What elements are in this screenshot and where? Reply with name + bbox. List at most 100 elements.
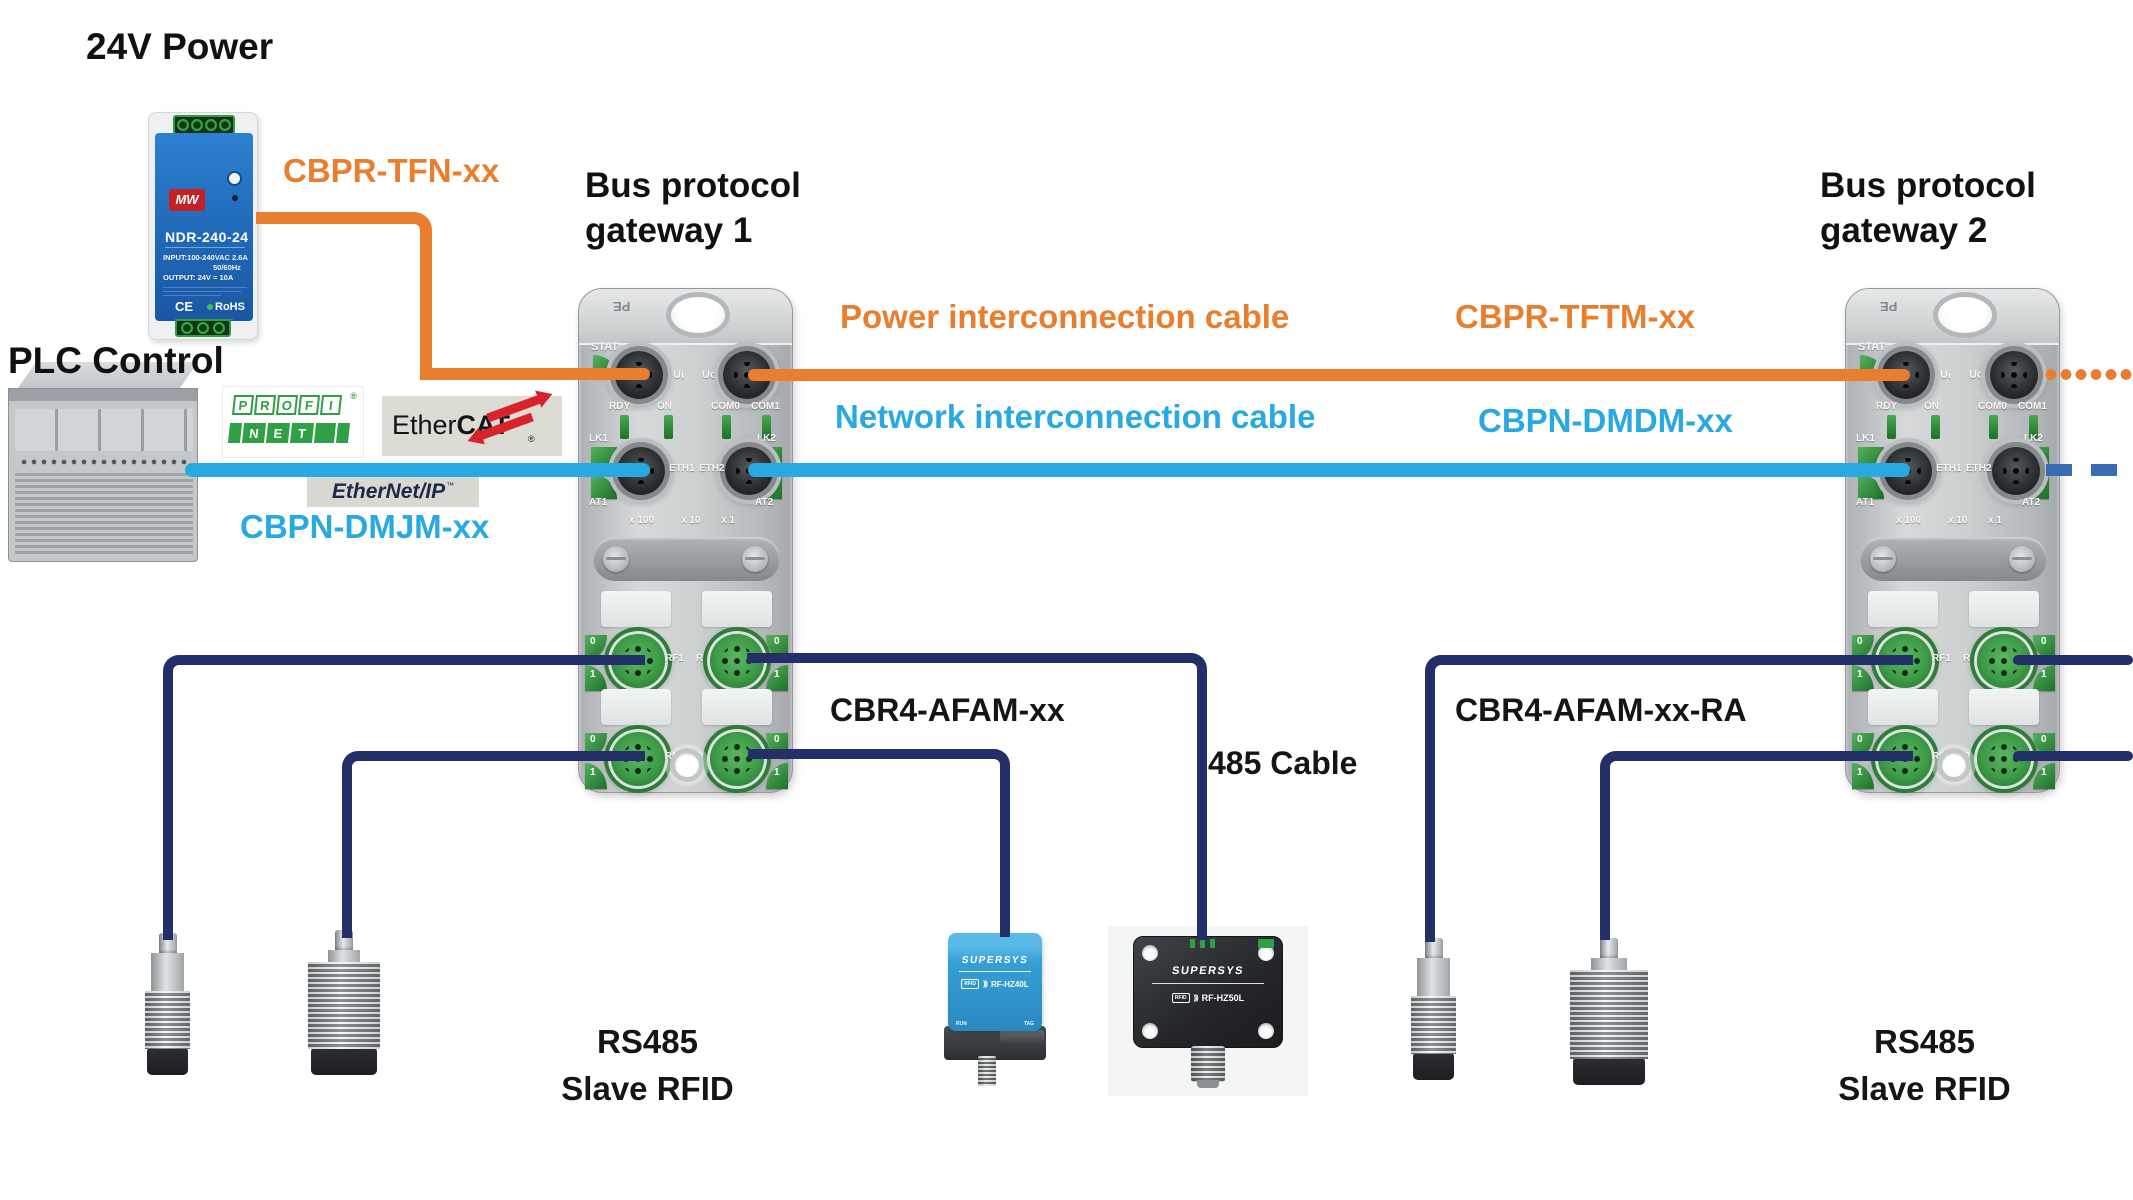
terminal-pin-icon bbox=[213, 322, 225, 334]
registered-mark: ® bbox=[528, 434, 535, 444]
cable-gw1-rf2-to-black-reader bbox=[747, 653, 1207, 940]
label-plate bbox=[1969, 591, 2039, 627]
fine-print-line bbox=[163, 295, 221, 296]
label-cbpn-dmjm: CBPN-DMJM-xx bbox=[240, 508, 490, 545]
psu-input-spec: INPUT:100-240VAC 2.6A bbox=[163, 253, 248, 262]
com0-led-icon bbox=[1989, 415, 1998, 439]
label-plate bbox=[702, 591, 772, 627]
gateway2-title-line1: Bus protocol bbox=[1820, 166, 2036, 205]
com1-led-icon bbox=[2029, 415, 2038, 439]
bracket-0: 0 bbox=[774, 636, 780, 647]
tag-label: TAG bbox=[1023, 1021, 1034, 1027]
lk1-label: LK1 bbox=[1856, 433, 1875, 444]
bracket-0: 0 bbox=[590, 734, 596, 745]
green-tick-icon bbox=[1190, 939, 1195, 948]
m12-port-eth2 bbox=[1992, 447, 2040, 495]
ethernet-ip-logo: EtherNet/IP ™ bbox=[307, 477, 479, 507]
reader-m12-connector bbox=[1191, 1046, 1225, 1082]
ethernet-ip-text: EtherNet/IP bbox=[331, 480, 446, 503]
com1-label: COM1 bbox=[2018, 401, 2047, 412]
divider bbox=[165, 247, 245, 248]
cable-power-continuation-dotted bbox=[2044, 368, 2133, 381]
terminal-pin-icon bbox=[219, 119, 231, 131]
filler-tile bbox=[313, 423, 337, 443]
label-cbpn-dmdm: CBPN-DMDM-xx bbox=[1478, 402, 1733, 439]
letter-tile: T bbox=[289, 423, 315, 443]
rfid-reader-blue: SUPERSYS RFID ))) RF-HZ40L RUN TAG bbox=[948, 933, 1042, 1031]
rs485-left-line1: RS485 bbox=[597, 1023, 698, 1060]
terminal-pin-icon bbox=[177, 119, 189, 131]
rfid-icon: RFID bbox=[1171, 993, 1190, 1003]
terminal-pin-icon bbox=[197, 322, 209, 334]
mount-hole-icon bbox=[1258, 1023, 1274, 1039]
at1-led-icon bbox=[591, 474, 617, 499]
profinet-logo: ® P R O F I N E T bbox=[222, 386, 364, 458]
bracket-1: 1 bbox=[1857, 669, 1863, 680]
label-cbpr-tftm: CBPR-TFTM-xx bbox=[1455, 298, 1696, 335]
psu-terminal-top bbox=[173, 115, 235, 135]
rfid-sensor-small-1 bbox=[145, 933, 190, 1075]
on-label: ON bbox=[1924, 401, 1939, 412]
cable-gw1-rf3-to-sensor bbox=[342, 751, 645, 938]
bracket-0: 0 bbox=[590, 636, 596, 647]
rf1-label: RF1 bbox=[1932, 653, 1951, 664]
profinet-row-bottom: N E T bbox=[227, 423, 351, 443]
letter-tile: R bbox=[253, 395, 277, 415]
com0-led-icon bbox=[722, 415, 731, 439]
rohs-mark: RoHS bbox=[207, 301, 245, 313]
gateway-top-oval bbox=[1938, 297, 1992, 333]
psu-24v-unit: MW NDR-240-24 INPUT:100-240VAC 2.6A 50/6… bbox=[148, 112, 258, 340]
rf3-label: RF3 bbox=[665, 751, 684, 762]
ce-mark: CE bbox=[175, 299, 194, 314]
screw-icon bbox=[603, 546, 629, 572]
com0-label: COM0 bbox=[1978, 401, 2007, 412]
rf4-label: RF4 bbox=[696, 751, 715, 762]
cable-gw2-rf3-to-sensor bbox=[1600, 751, 1913, 940]
rfid-reader-black: SUPERSYS RFID ))) RF-HZ50L bbox=[1133, 936, 1283, 1048]
x1-label: x 1 bbox=[721, 515, 735, 526]
eth2-label: ETH2 bbox=[1966, 463, 1992, 474]
cable-plc-to-gw1-eth1 bbox=[185, 463, 650, 477]
psu-model: NDR-240-24 bbox=[165, 229, 249, 245]
plc-top-face bbox=[18, 362, 198, 388]
x10-label: x 10 bbox=[681, 515, 701, 526]
com1-label: COM1 bbox=[751, 401, 780, 412]
terminal-pin-icon bbox=[181, 322, 193, 334]
registered-mark: ® bbox=[350, 391, 357, 401]
on-led-icon bbox=[664, 415, 673, 439]
at2-label: AT2 bbox=[2022, 497, 2041, 508]
x100-label: x 100 bbox=[1896, 515, 1922, 526]
cable-gw2-rf1-to-sensor bbox=[1425, 655, 1913, 942]
sensor-body bbox=[151, 953, 184, 991]
gateway1-title: Bus protocol gateway 1 bbox=[585, 163, 801, 253]
cable-gw2-rf2-continuation bbox=[2013, 655, 2133, 665]
sensor-body bbox=[1591, 958, 1627, 970]
plc-front-face bbox=[8, 388, 198, 562]
at1-led-icon bbox=[1858, 474, 1884, 499]
port-pins-icon bbox=[721, 743, 753, 775]
psu-freq-spec: 50/60Hz bbox=[213, 263, 241, 272]
label-plate bbox=[601, 689, 671, 725]
bracket-1: 1 bbox=[774, 767, 780, 778]
rs485-label-left: RS485 Slave RFID bbox=[540, 1018, 755, 1112]
sensor-thread bbox=[1570, 970, 1648, 1059]
pe-marking: PE bbox=[613, 299, 631, 314]
mount-hole-icon bbox=[1142, 1023, 1158, 1039]
rdy-label: RDY bbox=[609, 401, 631, 412]
m12-port-uo bbox=[1990, 351, 2038, 399]
reader-model: RF-HZ50L bbox=[1201, 993, 1245, 1003]
terminal-pin-icon bbox=[191, 119, 203, 131]
letter-tile: N bbox=[241, 423, 267, 443]
bracket-1: 1 bbox=[2041, 767, 2047, 778]
rdy-led-icon bbox=[620, 415, 629, 439]
label-plate bbox=[1868, 689, 1938, 725]
green-pad-icon bbox=[1258, 939, 1274, 948]
sensor-tip bbox=[1573, 1059, 1645, 1085]
lk1-label: LK1 bbox=[589, 433, 608, 444]
rf4-label: RF4 bbox=[1963, 751, 1982, 762]
com0-label: COM0 bbox=[711, 401, 740, 412]
mounting-hole-icon bbox=[675, 753, 699, 777]
filler-tile bbox=[227, 423, 243, 443]
uo-label: Uo bbox=[702, 369, 717, 381]
